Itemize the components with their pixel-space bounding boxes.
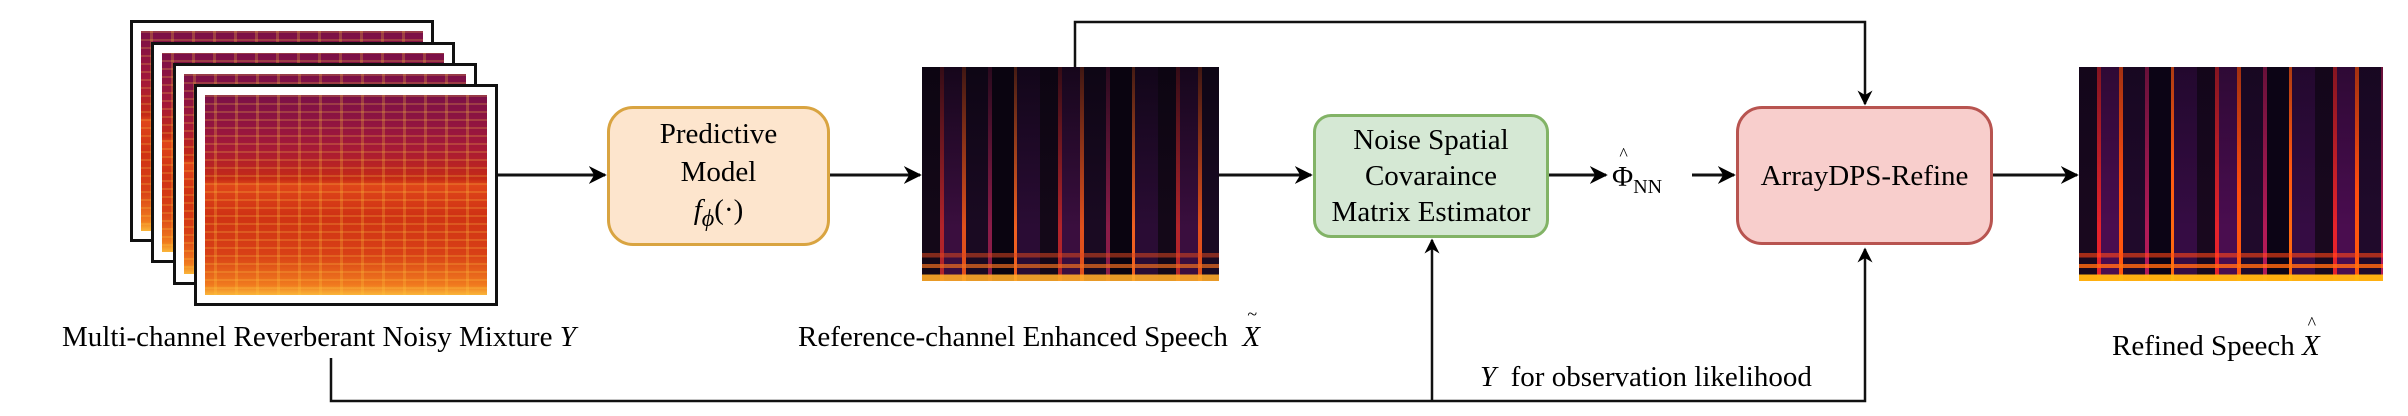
skip-enhanced-to-refine	[1073, 20, 1873, 106]
estimator-line3: Matrix Estimator	[1331, 196, 1531, 228]
predictive-model-function: fϕ(·)	[693, 193, 744, 232]
enhanced-caption: Reference-channel Enhanced Speech X~	[798, 304, 1261, 353]
arraydps-refine-box: ArrayDPS-Refine	[1736, 106, 1993, 245]
noise-scm-estimator-box: Noise Spatial Covaraince Matrix Estimato…	[1313, 114, 1549, 238]
predictive-model-line2: Model	[680, 155, 757, 188]
arraydps-refine-label: ArrayDPS-Refine	[1760, 159, 1969, 192]
predictive-model-line1: Predictive	[659, 117, 778, 150]
predictive-model-box: Predictive Model fϕ(·)	[607, 106, 830, 246]
noisy-spectrogram-channel-4	[194, 84, 498, 306]
observation-caption: Y for observation likelihood	[1480, 361, 1812, 393]
input-caption: Multi-channel Reverberant Noisy Mixture …	[62, 321, 576, 353]
phi-nn-label: Φ^NN	[1612, 144, 1663, 198]
refined-spectrogram	[2079, 67, 2383, 281]
observation-line	[329, 247, 1873, 403]
enhanced-spectrogram	[922, 67, 1219, 281]
estimator-line2: Covaraince	[1364, 160, 1498, 192]
output-caption: Refined Speech X^	[2112, 313, 2320, 362]
estimator-line1: Noise Spatial	[1353, 124, 1509, 156]
